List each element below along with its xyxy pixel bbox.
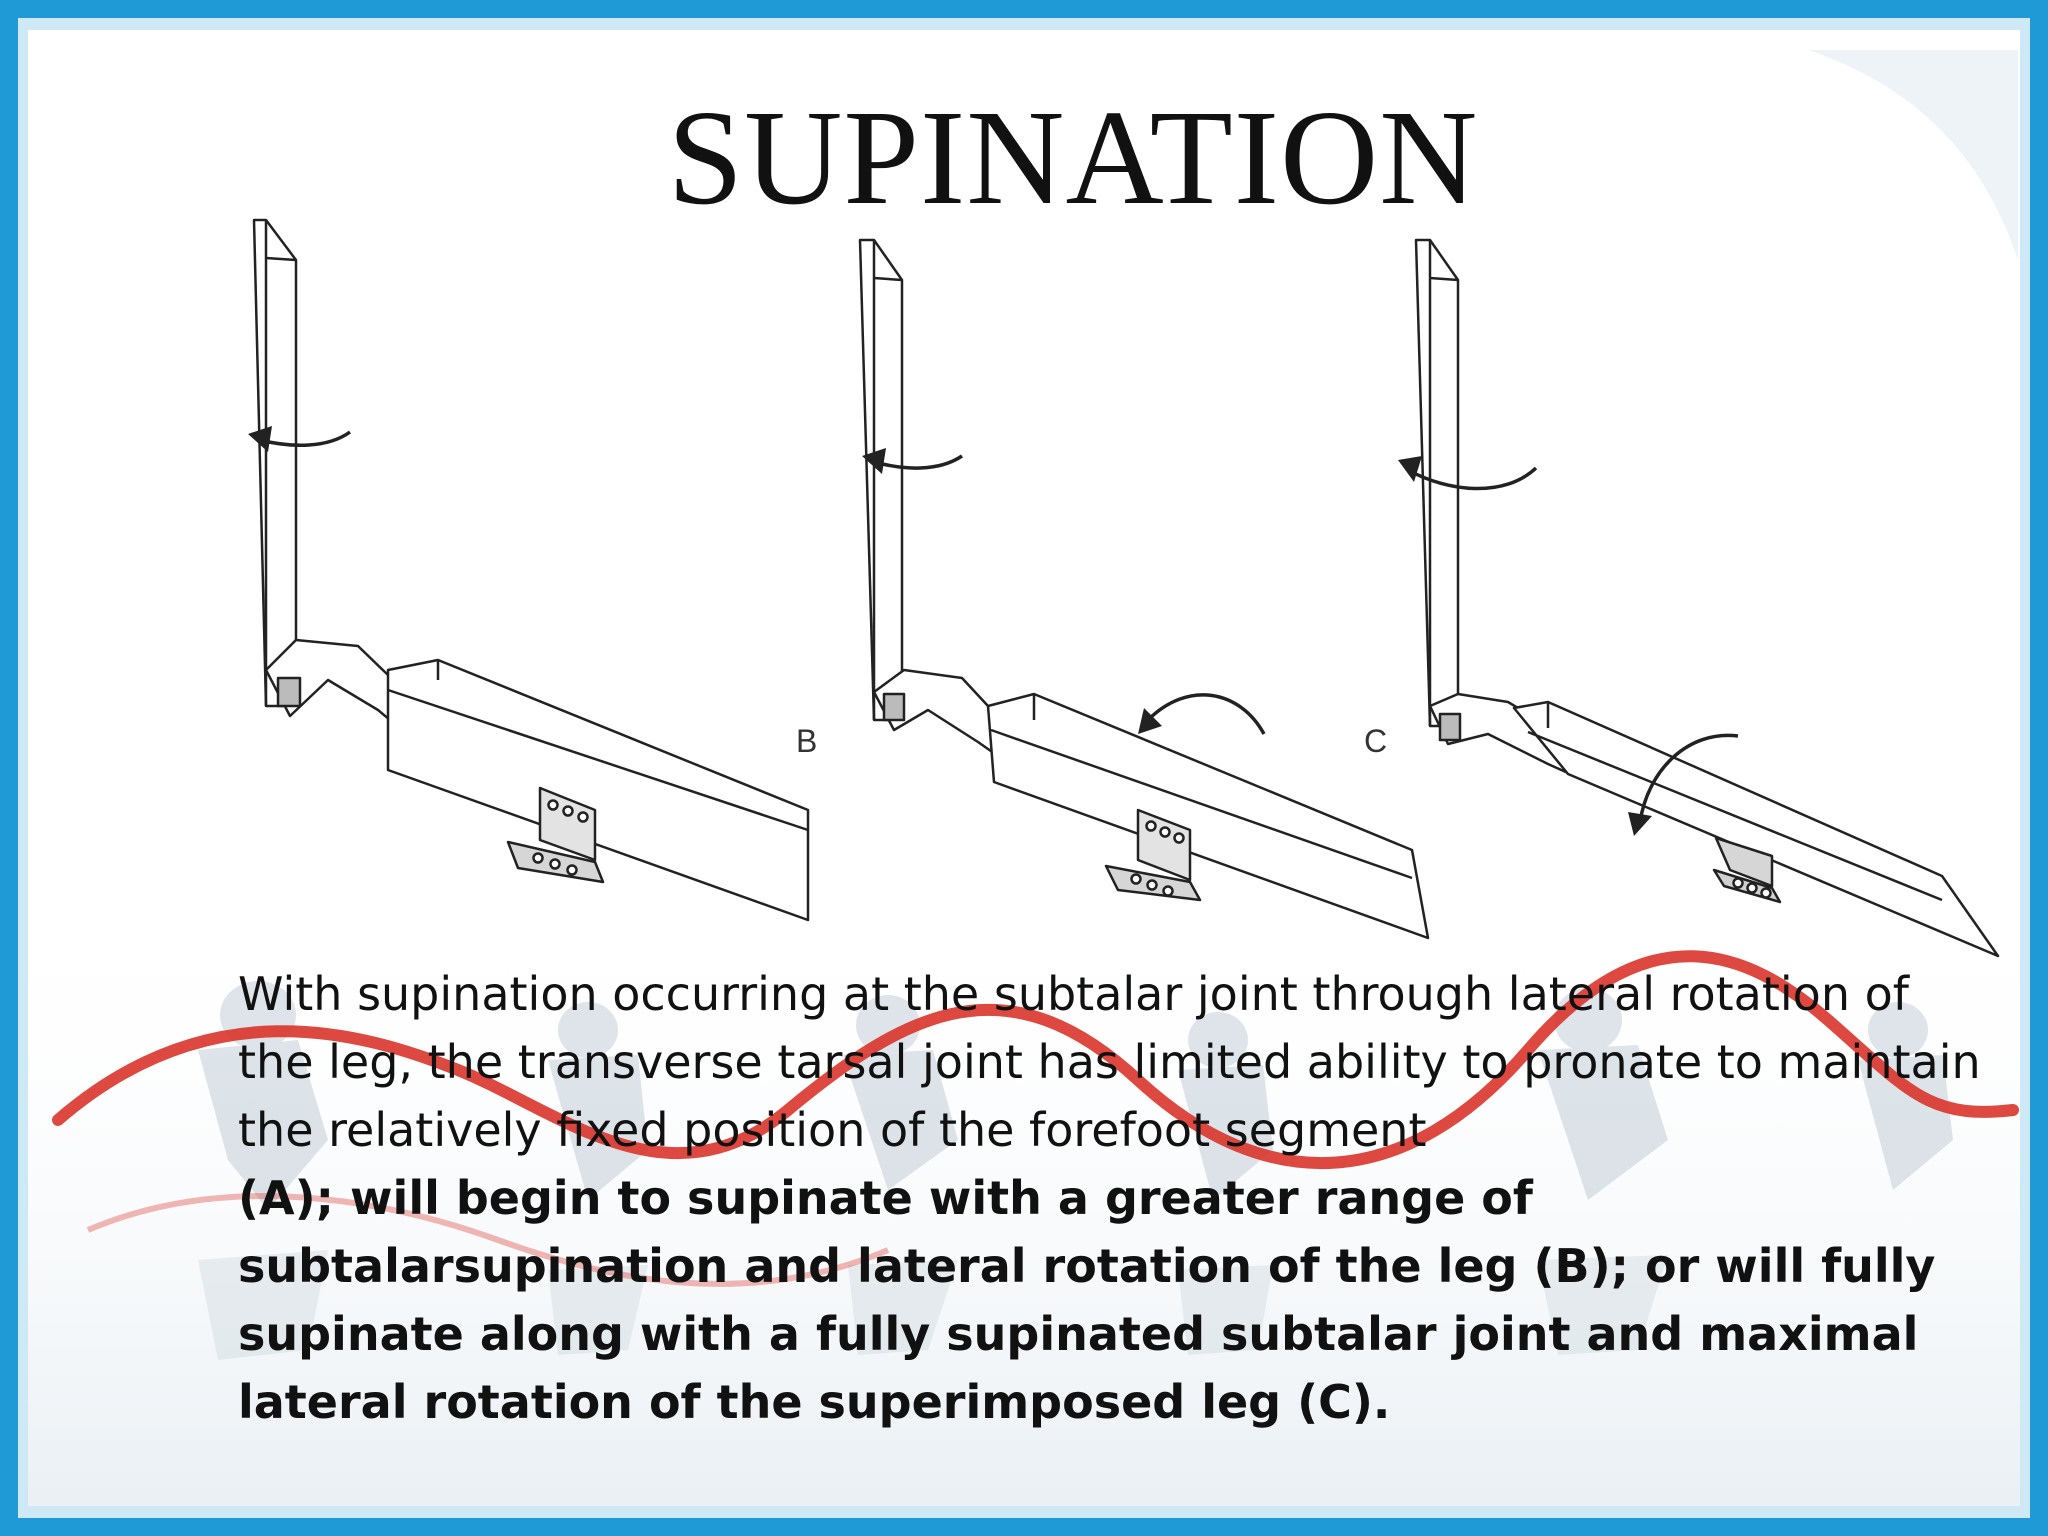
runner-reflections — [198, 1250, 1668, 1360]
rotation-arrow-a — [259, 430, 352, 447]
forefoot-c — [1512, 700, 2000, 958]
figure-c — [1398, 238, 2000, 958]
rotation-arrow-c-forefoot — [1638, 733, 1739, 823]
figure-label-c: C — [1364, 723, 1387, 759]
rotation-arrow-c-leg — [1407, 466, 1538, 491]
rotation-arrow-b-forefoot — [1146, 693, 1266, 735]
runner-silhouettes — [198, 981, 1953, 1210]
leg-a — [252, 218, 298, 708]
figure-label-b: B — [796, 723, 817, 759]
background-decoration — [28, 50, 2020, 1506]
forefoot-b — [986, 692, 1430, 940]
red-ribbon — [52, 950, 2019, 1169]
hinge-a — [506, 786, 605, 884]
red-ribbon-reflection — [86, 1193, 890, 1287]
corner-shape — [1808, 50, 2018, 260]
supination-diagram: B C — [248, 218, 2000, 958]
caption-bold: (A); will begin to supinate with a great… — [238, 1171, 1936, 1429]
leg-b — [858, 238, 904, 722]
caption: With supination occurring at the subtala… — [238, 960, 1998, 1436]
figure-a — [248, 218, 810, 922]
caption-normal: With supination occurring at the subtala… — [238, 967, 1981, 1157]
bottom-fade — [28, 880, 2020, 1506]
slide-title: SUPINATION — [667, 83, 1479, 233]
figure-b — [858, 238, 1430, 940]
hinge-b — [1104, 808, 1202, 902]
slide: SUPINATION — [28, 30, 2020, 1506]
hinge-c — [1712, 836, 1782, 904]
